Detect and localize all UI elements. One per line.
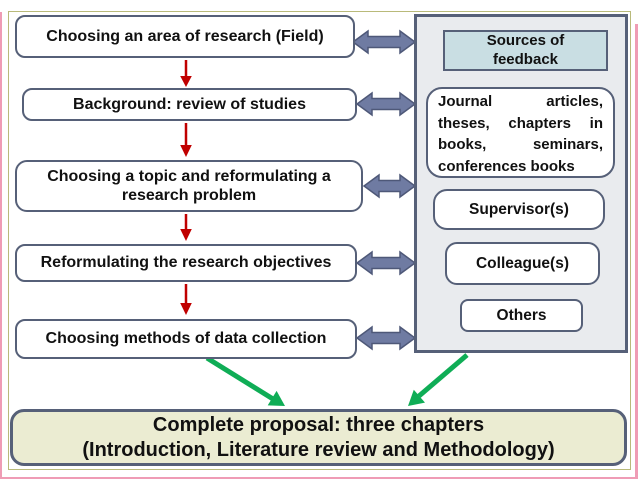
- feedback-source-label: Colleague(s): [475, 254, 569, 272]
- feedback-panel: Sources of feedback Journal articles, th…: [414, 14, 628, 353]
- feedback-source-label: Others: [496, 306, 547, 324]
- down-arrow-icon: [180, 214, 192, 241]
- flow-step-label: Choosing methods of data collection: [45, 330, 327, 348]
- flow-step-choosing-topic: Choosing a topic and reformulating a res…: [15, 160, 363, 212]
- green-merge-arrow-icon: [205, 355, 285, 406]
- feedback-source-supervisor: Supervisor(s): [433, 189, 605, 230]
- slide-bottom-pink-edge: [0, 477, 638, 479]
- feedback-source-label: Journal articles, theses, chapters in bo…: [438, 93, 603, 175]
- slide-right-pink-edge: [635, 24, 638, 479]
- double-arrow-icon: [355, 325, 417, 351]
- flow-step-background-review: Background: review of studies: [22, 88, 357, 121]
- proposal-line1: Complete proposal: three chapters: [152, 413, 485, 436]
- flow-step-label: Choosing an area of research (Field): [46, 27, 324, 45]
- flow-step-choosing-methods: Choosing methods of data collection: [15, 319, 357, 359]
- green-merge-arrow-icon: [408, 353, 469, 406]
- feedback-source-literature: Journal articles, theses, chapters in bo…: [426, 87, 615, 178]
- double-arrow-icon: [355, 250, 417, 276]
- double-arrow-icon: [351, 29, 417, 55]
- slide-inner-frame: [8, 11, 631, 470]
- flow-step-choosing-area: Choosing an area of research (Field): [15, 15, 355, 58]
- slide-left-pink-edge: [0, 12, 2, 479]
- flow-step-reformulating-objectives: Reformulating the research objectives: [15, 244, 357, 282]
- feedback-source-colleague: Colleague(s): [445, 242, 600, 285]
- flow-step-label: Reformulating the research objectives: [40, 254, 332, 272]
- proposal-line2: (Introduction, Literature review and Met…: [82, 438, 555, 461]
- feedback-panel-title-label: Sources of feedback: [486, 31, 565, 68]
- flow-step-label: Choosing a topic and reformulating a res…: [47, 167, 331, 204]
- double-arrow-icon: [362, 173, 417, 199]
- feedback-source-others: Others: [460, 299, 583, 332]
- feedback-panel-title: Sources of feedback: [443, 30, 608, 71]
- proposal-box: Complete proposal: three chapters (Intro…: [10, 409, 627, 466]
- feedback-source-label: Supervisor(s): [469, 200, 569, 218]
- double-arrow-icon: [355, 91, 417, 117]
- flow-step-label: Background: review of studies: [73, 95, 306, 113]
- down-arrow-icon: [180, 284, 192, 315]
- down-arrow-icon: [180, 123, 192, 157]
- down-arrow-icon: [180, 60, 192, 87]
